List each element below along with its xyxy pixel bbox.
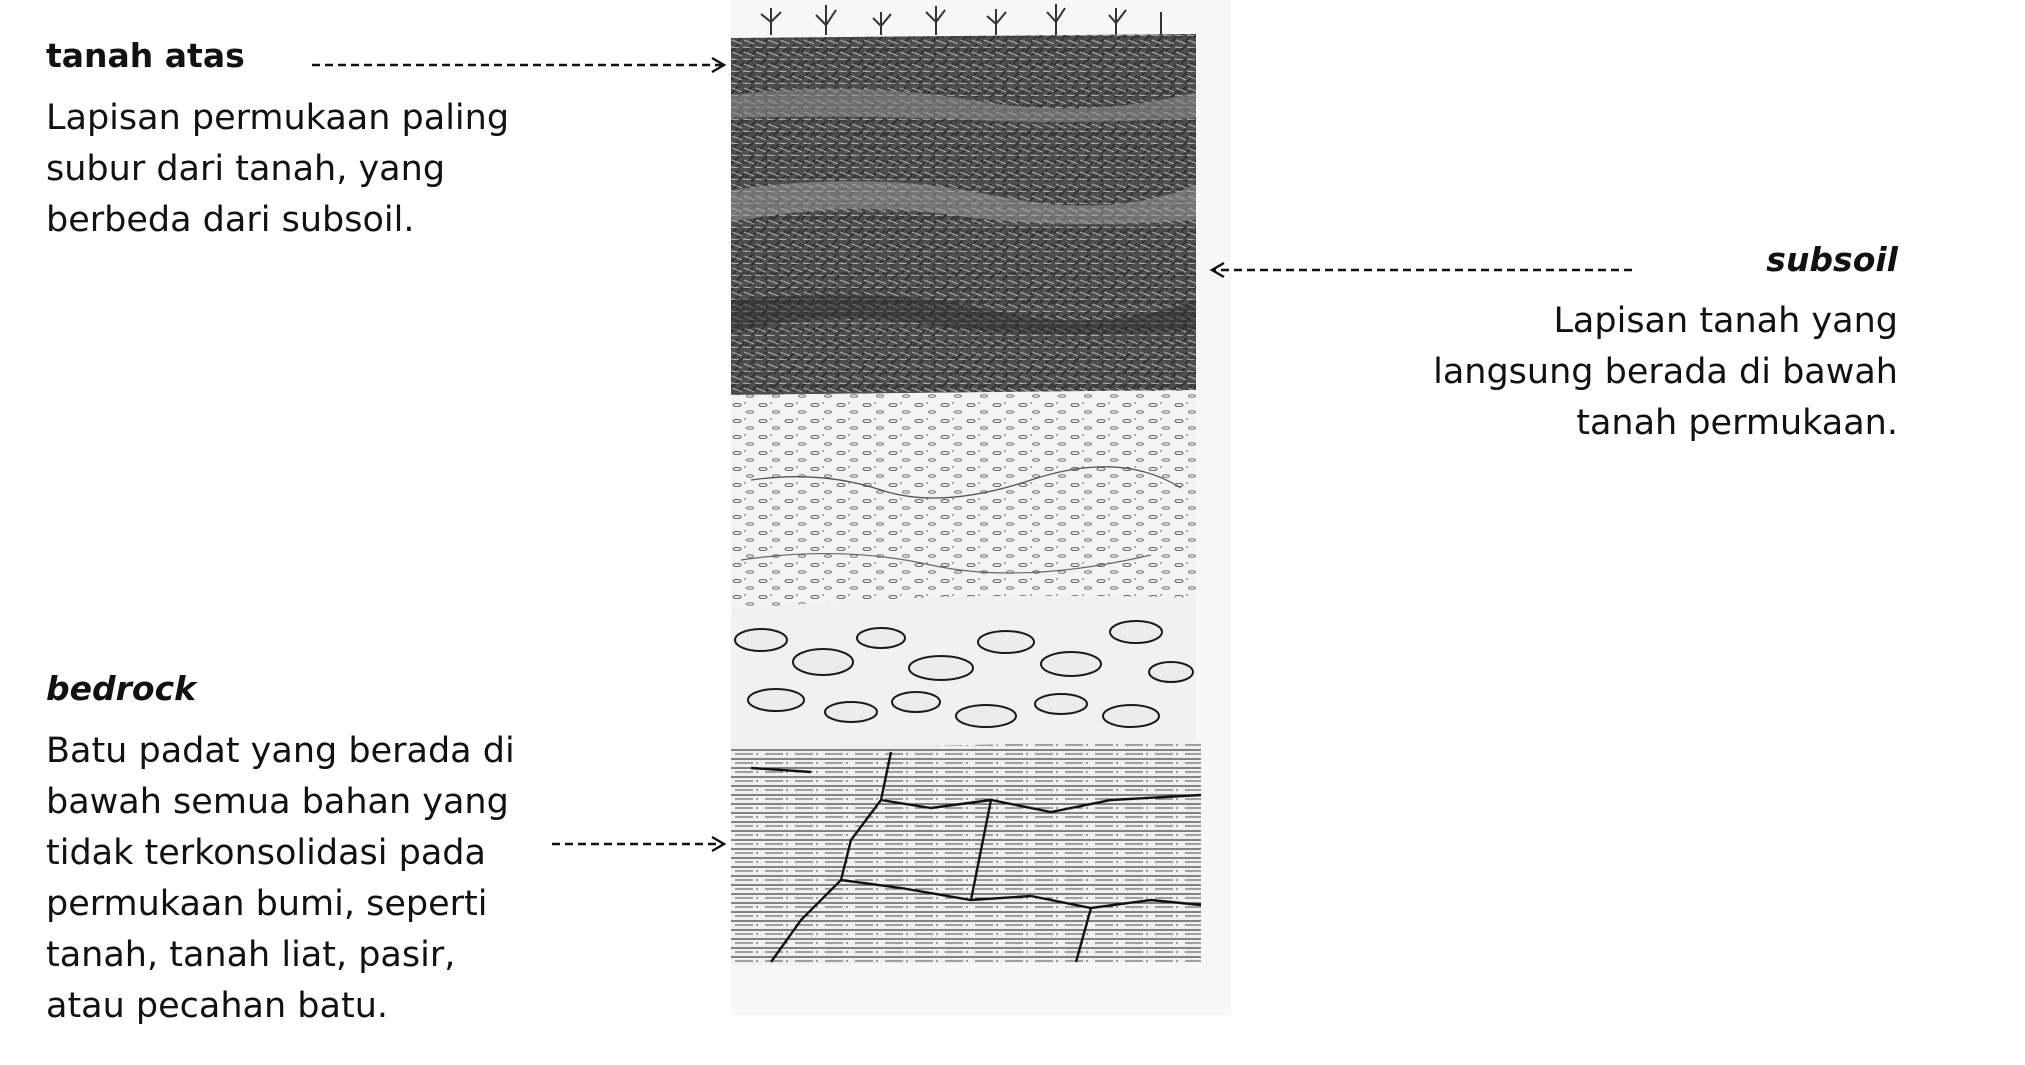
topsoil-description-line: berbeda dari subsoil. bbox=[46, 200, 415, 240]
arrowhead-subsoil bbox=[1209, 261, 1225, 279]
subsoil-title: subsoil bbox=[1766, 240, 1898, 279]
bedrock-description-line: permukaan bumi, seperti bbox=[46, 884, 488, 924]
arrowhead-bedrock bbox=[711, 835, 727, 853]
topsoil-title: tanah atas bbox=[46, 36, 245, 75]
subsoil-description-line: tanah permukaan. bbox=[1576, 403, 1898, 443]
topsoil-description-line: Lapisan permukaan paling bbox=[46, 98, 510, 138]
arrowhead-topsoil bbox=[711, 56, 727, 74]
topsoil-description: Lapisan permukaan paling subur dari tana… bbox=[46, 93, 509, 246]
grass-roots bbox=[760, 4, 1162, 35]
subsoil-description-line: langsung berada di bawah bbox=[1433, 352, 1898, 392]
bedrock-description-line: atau pecahan batu. bbox=[46, 986, 389, 1026]
bedrock-description: Batu padat yang berada di bawah semua ba… bbox=[46, 726, 515, 1032]
subsoil-description: Lapisan tanah yang langsung berada di ba… bbox=[1433, 296, 1898, 449]
bedrock-description-line: Batu padat yang berada di bbox=[46, 731, 515, 771]
rock-fragment-layer bbox=[731, 595, 1196, 748]
bedrock-description-line: tidak terkonsolidasi pada bbox=[46, 833, 486, 873]
bedrock-layer bbox=[731, 742, 1202, 965]
subsoil-layer bbox=[731, 390, 1196, 610]
bedrock-description-line: bawah semua bahan yang bbox=[46, 782, 509, 822]
topsoil-layer bbox=[731, 34, 1196, 395]
bedrock-title: bedrock bbox=[46, 669, 197, 708]
soil-profile-illustration bbox=[731, 0, 1231, 1015]
topsoil-description-line: subur dari tanah, yang bbox=[46, 149, 446, 189]
bedrock-description-line: tanah, tanah liat, pasir, bbox=[46, 935, 456, 975]
subsoil-description-line: Lapisan tanah yang bbox=[1553, 301, 1898, 341]
